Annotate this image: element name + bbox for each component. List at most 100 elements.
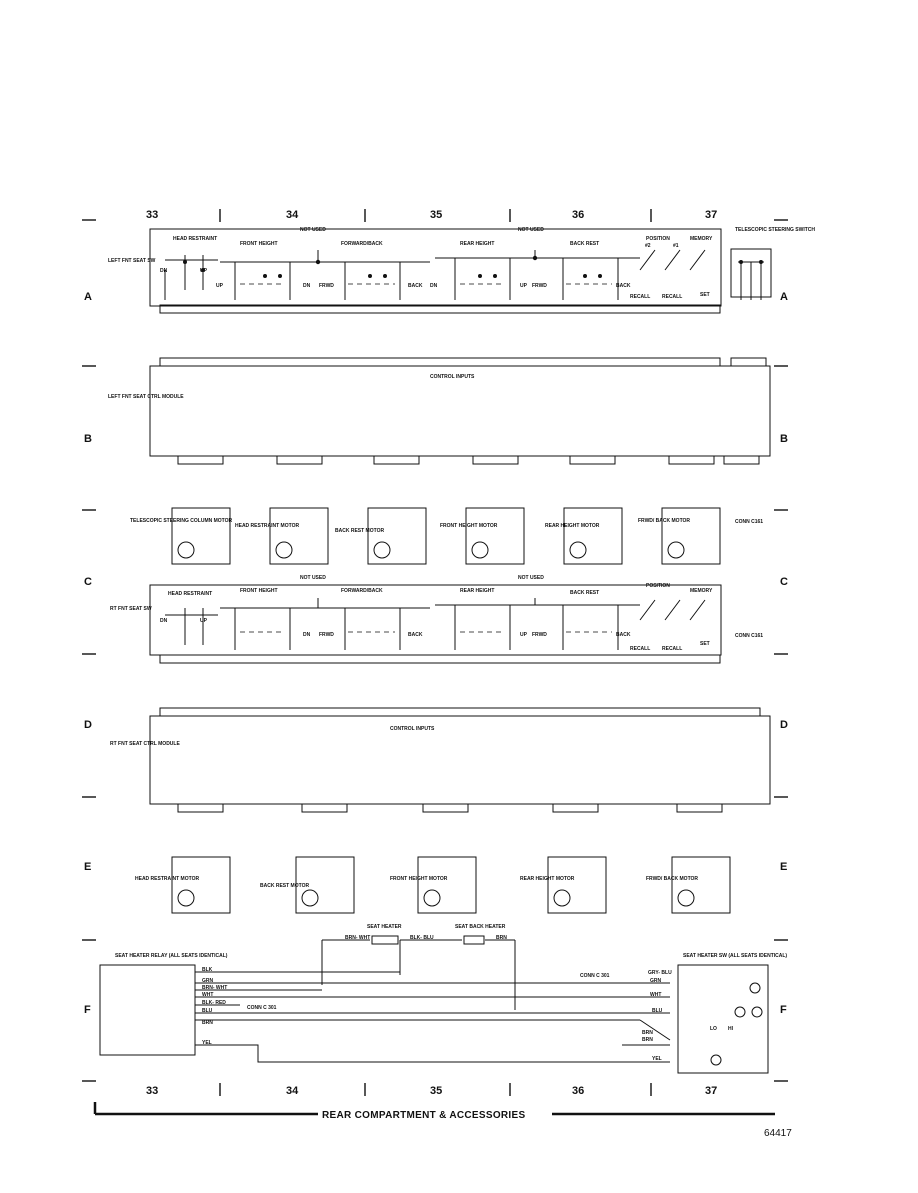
- bottom-column-35: 35: [430, 1085, 442, 1097]
- heater-wire-blk-blu: BLK- BLU: [410, 935, 434, 941]
- seat-back-heater-label: SEAT BACK HEATER: [455, 924, 506, 930]
- column-label-34: 34: [286, 209, 299, 221]
- column-header-top: 33 34 35 36 37: [82, 209, 788, 222]
- motor-front-height-label: FRONT HEIGHT MOTOR: [440, 523, 498, 529]
- row-label-c-right: C: [780, 576, 788, 588]
- term-dn-1: DN: [160, 268, 168, 274]
- bottom-column-33: 33: [146, 1085, 158, 1097]
- relay-wire-8: YEL: [202, 1040, 212, 1046]
- rt-motor-frwd-back-label: FRWD/ BACK MOTOR: [646, 876, 698, 882]
- column-label-36: 36: [572, 209, 584, 221]
- rt-motor-back-rest-label: BACK REST MOTOR: [260, 883, 309, 889]
- telescopic-switch-label: TELESCOPIC STEERING SWITCH: [735, 227, 815, 233]
- term-recall-1: RECALL: [630, 294, 650, 300]
- heater-relay-title: SEAT HEATER RELAY (ALL SEATS IDENTICAL): [115, 953, 228, 959]
- term-dn-3: DN: [430, 283, 438, 289]
- motor-head-restraint-label: HEAD RESTRAINT MOTOR: [235, 523, 299, 529]
- heater-sw-title: SEAT HEATER SW (ALL SEATS IDENTICAL): [683, 953, 787, 959]
- rt-term-recall-2: RECALL: [662, 646, 682, 652]
- rt-seat-ctrl-module: RT FNT SEAT CTRL MODULE CONTROL INPUTS: [110, 715, 771, 813]
- rt-front-seat-switch: RT FNT SEAT SW HEAD RESTRAINT FRONT HEIG…: [110, 575, 763, 656]
- group-forward-back: FORWARD/BACK: [341, 241, 383, 247]
- term-dn-2: DN: [303, 283, 311, 289]
- left-control-inputs-label: CONTROL INPUTS: [430, 374, 475, 380]
- rt-group-back-rest: BACK REST: [570, 590, 599, 596]
- rt-term-up-1: UP: [200, 618, 208, 624]
- sw-wire-3: WHT: [650, 992, 661, 998]
- group-memory: MEMORY: [690, 236, 713, 242]
- rt-term-dn-1: DN: [160, 618, 168, 624]
- rt-term-back-2: BACK: [616, 632, 631, 638]
- row-label-b-left: B: [84, 433, 92, 445]
- sw-wire-5: BRN: [642, 1030, 653, 1036]
- seat-heater-circuit: SEAT HEATER RELAY (ALL SEATS IDENTICAL) …: [99, 924, 787, 1074]
- rt-conn-c161: CONN C161: [735, 633, 763, 639]
- bottom-column-37: 37: [705, 1085, 717, 1097]
- row-label-d-right: D: [780, 719, 788, 731]
- rt-harness: [159, 654, 761, 717]
- sw-lo-label: LO: [710, 1026, 717, 1032]
- rt-term-frwd-1: FRWD: [319, 632, 334, 638]
- row-label-a-right: A: [780, 291, 788, 303]
- term-up-1: UP: [200, 268, 208, 274]
- term-up-2: UP: [216, 283, 224, 289]
- lower-motor-row: HEAD RESTRAINT MOTOR BACK REST MOTOR FRO…: [135, 856, 731, 914]
- rt-group-forward-back: FORWARD/BACK: [341, 588, 383, 594]
- rt-control-inputs-label: CONTROL INPUTS: [390, 726, 435, 732]
- left-harness: [159, 304, 767, 367]
- sw-conn-c301: CONN C 301: [580, 973, 610, 979]
- not-used-label-1: NOT USED: [300, 227, 326, 233]
- row-label-d-left: D: [84, 719, 92, 731]
- group-position: POSITION: [646, 236, 670, 242]
- footer-title: REAR COMPARTMENT & ACCESSORIES: [322, 1110, 525, 1121]
- row-label-f-right: F: [780, 1004, 787, 1016]
- relay-wire-1: BLK: [202, 967, 213, 973]
- sw-wire-4: BLU: [652, 1008, 663, 1014]
- heater-wire-brn-wht: BRN- WHT: [345, 935, 370, 941]
- seat-heater-label: SEAT HEATER: [367, 924, 402, 930]
- relay-wire-5: BLK- RED: [202, 1000, 226, 1006]
- sw-wire-2: GRN: [650, 978, 662, 984]
- term-recall-2: RECALL: [662, 294, 682, 300]
- rt-not-used-2: NOT USED: [518, 575, 544, 581]
- not-used-label-2: NOT USED: [518, 227, 544, 233]
- term-frwd-1: FRWD: [319, 283, 334, 289]
- bottom-column-34: 34: [286, 1085, 299, 1097]
- row-label-c-left: C: [84, 576, 92, 588]
- term-back-1: BACK: [408, 283, 423, 289]
- row-label-b-right: B: [780, 433, 788, 445]
- relay-conn-c301: CONN C 301: [247, 1005, 277, 1011]
- rt-motor-rear-height-label: REAR HEIGHT MOTOR: [520, 876, 575, 882]
- sw-wire-7: YEL: [652, 1056, 662, 1062]
- row-label-e-left: E: [84, 861, 91, 873]
- row-label-a-left: A: [84, 291, 92, 303]
- rt-motor-head-restraint-label: HEAD RESTRAINT MOTOR: [135, 876, 199, 882]
- relay-wire-2: GRN: [202, 978, 214, 984]
- term-back-2: BACK: [616, 283, 631, 289]
- rt-group-front-height: FRONT HEIGHT: [240, 588, 278, 594]
- relay-wire-6: BLU: [202, 1008, 213, 1014]
- rt-term-recall-1: RECALL: [630, 646, 650, 652]
- rt-module-label: RT FNT SEAT CTRL MODULE: [110, 741, 180, 747]
- bottom-column-36: 36: [572, 1085, 584, 1097]
- diagram-id: 64417: [764, 1128, 792, 1139]
- sw-wire-6: BRN: [642, 1037, 653, 1043]
- left-seat-switch-label: LEFT FNT SEAT SW: [108, 258, 156, 264]
- rt-seat-switch-label: RT FNT SEAT SW: [110, 606, 152, 612]
- group-head-restraint: HEAD RESTRAINT: [173, 236, 217, 242]
- sw-hi-label: HI: [728, 1026, 734, 1032]
- relay-wire-7: BRN: [202, 1020, 213, 1026]
- heater-wire-brn: BRN: [496, 935, 507, 941]
- rt-term-frwd-2: FRWD: [532, 632, 547, 638]
- pos-1-label: #1: [673, 243, 679, 249]
- motor-rear-height-label: REAR HEIGHT MOTOR: [545, 523, 600, 529]
- relay-wire-4: WHT: [202, 992, 213, 998]
- row-label-e-right: E: [780, 861, 787, 873]
- row-markers: A A B B C C D D E E F F: [82, 291, 788, 1082]
- rt-group-memory: MEMORY: [690, 588, 713, 594]
- rt-term-back-1: BACK: [408, 632, 423, 638]
- pos-2-label: #2: [645, 243, 651, 249]
- upper-motor-row: TELESCOPIC STEERING COLUMN MOTOR HEAD RE…: [130, 507, 763, 565]
- term-frwd-2: FRWD: [532, 283, 547, 289]
